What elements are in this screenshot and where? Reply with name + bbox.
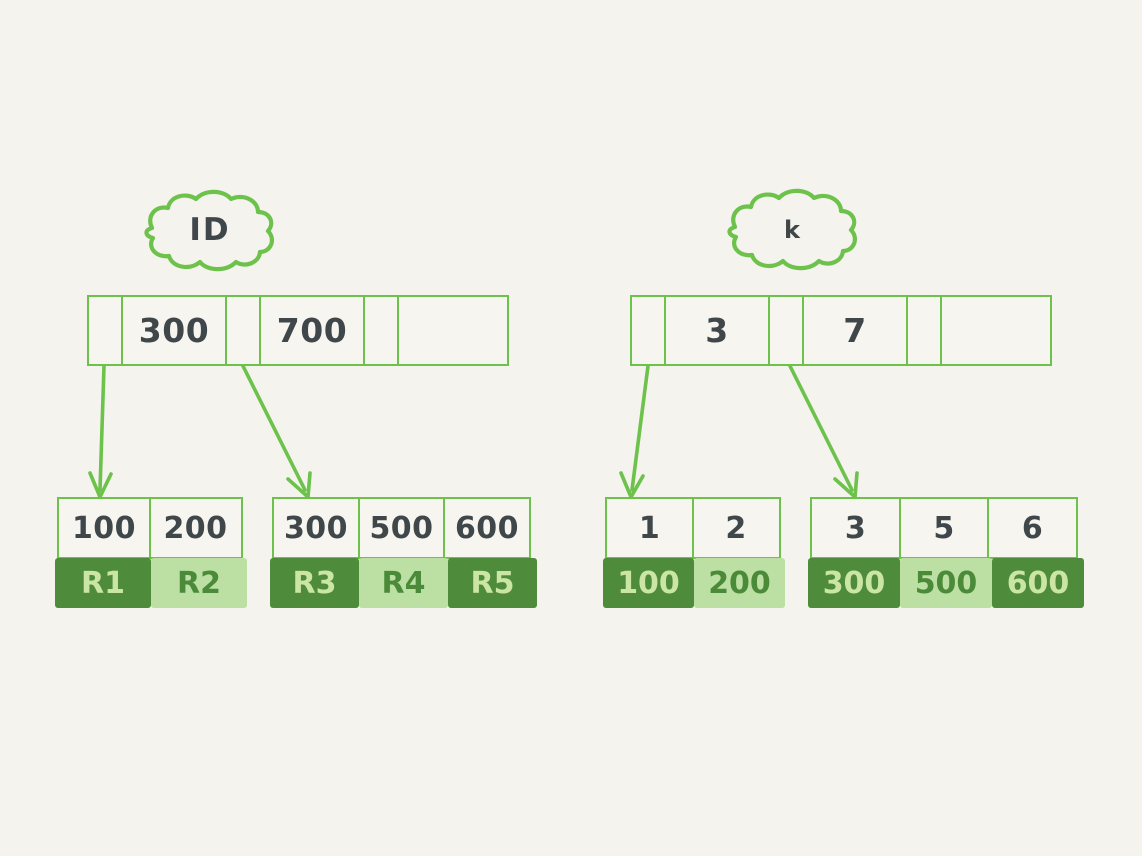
arrow-k-root-to-leaf-3 xyxy=(630,364,650,492)
record-block: 300 xyxy=(808,558,900,608)
k-root-pointer-2[interactable] xyxy=(906,295,942,366)
k-leaf-4-key-0: 3 xyxy=(810,497,901,559)
id-leaf-2-key-2: 600 xyxy=(443,497,531,559)
id-leaf-2-key-0: 300 xyxy=(272,497,360,559)
arrow-id-root-to-leaf-2 xyxy=(241,364,307,492)
k-leaf-3-key-0: 1 xyxy=(605,497,694,559)
record-block: 500 xyxy=(900,558,992,608)
record-block: 600 xyxy=(992,558,1084,608)
k-leaf-4-key-2: 6 xyxy=(987,497,1078,559)
k-leaf-3-node: 1 2 xyxy=(605,497,781,559)
k-leaf-3-records: 100 200 xyxy=(603,558,785,608)
id-leaf-1-key-0: 100 xyxy=(57,497,151,559)
k-root-pointer-0[interactable] xyxy=(630,295,666,366)
k-root-empty-cell xyxy=(939,295,1052,366)
id-root-pointer-0[interactable] xyxy=(87,295,123,366)
record-block: R4 xyxy=(359,558,448,608)
id-leaf-2-node: 300 500 600 xyxy=(272,497,531,559)
record-block: R2 xyxy=(151,558,247,608)
cloud-label-id: ID xyxy=(189,212,231,248)
id-root-key-1: 700 xyxy=(258,295,366,366)
record-block: R3 xyxy=(270,558,359,608)
cloud-shape-k xyxy=(727,188,857,271)
cloud-shape-id xyxy=(144,189,274,272)
k-leaf-4-records: 300 500 600 xyxy=(808,558,1084,608)
id-leaf-1-key-1: 200 xyxy=(148,497,243,559)
k-root-node: 3 7 xyxy=(630,295,1052,366)
id-leaf-2-key-1: 500 xyxy=(357,497,446,559)
id-leaf-2-records: R3 R4 R5 xyxy=(270,558,537,608)
k-leaf-4-node: 3 5 6 xyxy=(810,497,1078,559)
cloud-label-k: k xyxy=(784,216,800,244)
k-root-key-0: 3 xyxy=(663,295,771,366)
id-root-key-0: 300 xyxy=(120,295,228,366)
k-leaf-4-key-1: 5 xyxy=(898,497,990,559)
id-leaf-1-records: R1 R2 xyxy=(55,558,247,608)
record-block: R5 xyxy=(448,558,537,608)
k-leaf-3-key-1: 2 xyxy=(691,497,781,559)
record-block: R1 xyxy=(55,558,151,608)
k-root-pointer-1[interactable] xyxy=(768,295,804,366)
id-root-pointer-2[interactable] xyxy=(363,295,399,366)
record-block: 100 xyxy=(603,558,694,608)
id-root-node: 300 700 xyxy=(87,295,509,366)
record-block: 200 xyxy=(694,558,785,608)
k-root-key-1: 7 xyxy=(801,295,909,366)
id-leaf-1-node: 100 200 xyxy=(57,497,243,559)
id-root-pointer-1[interactable] xyxy=(225,295,261,366)
arrow-k-root-to-leaf-4 xyxy=(788,364,854,492)
id-root-empty-cell xyxy=(396,295,509,366)
arrow-id-root-to-leaf-1 xyxy=(98,364,106,492)
